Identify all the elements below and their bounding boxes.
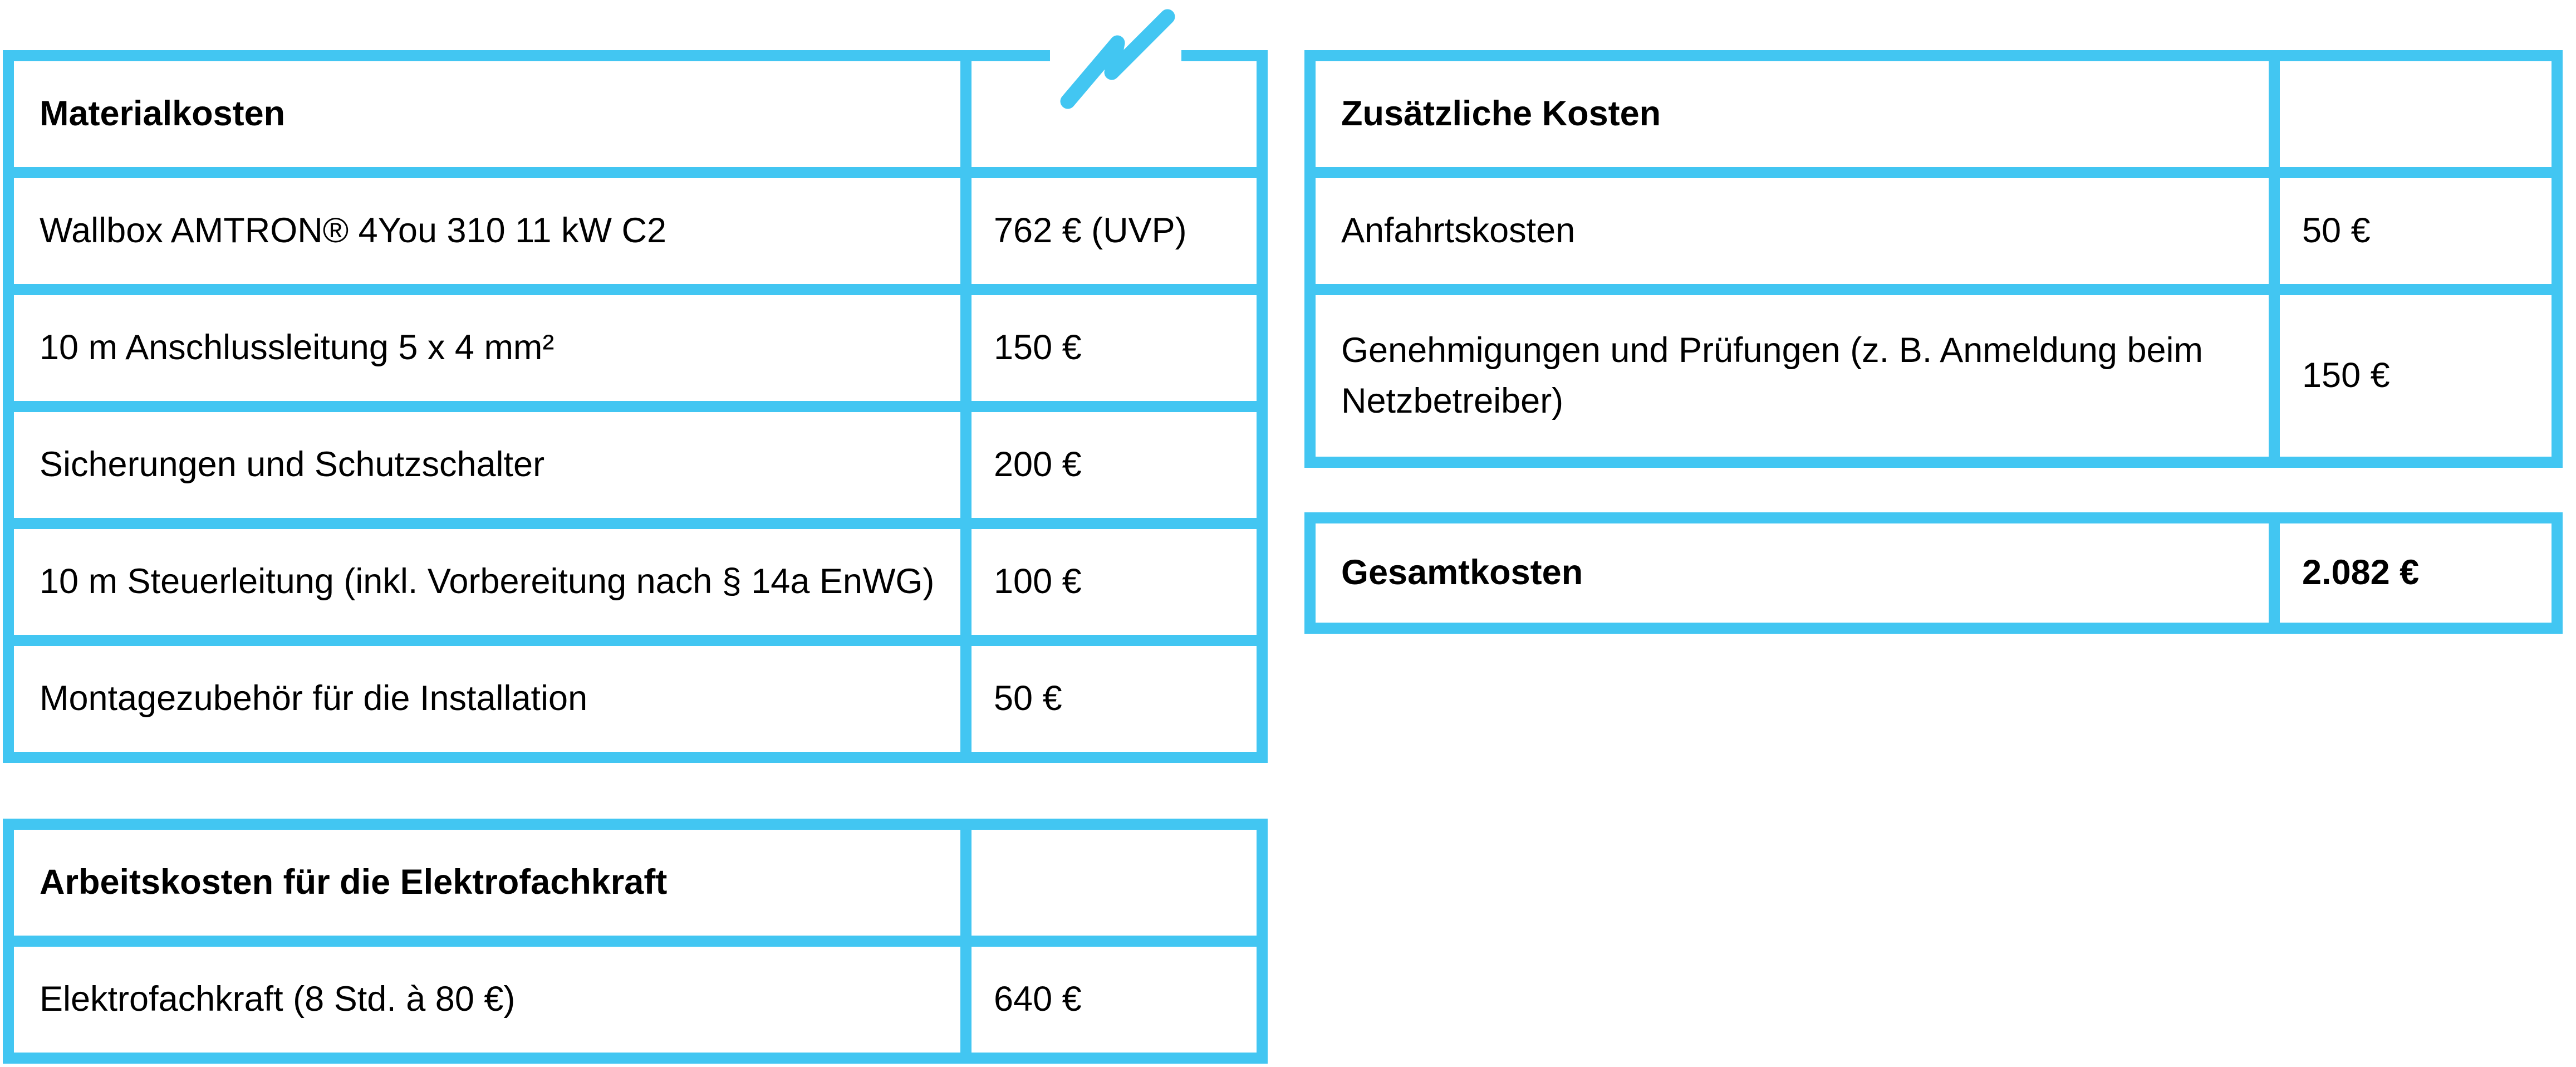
- labor-costs-header-value-empty: [971, 830, 1257, 936]
- table-row-label: Elektrofachkraft (8 Std. à 80 €): [14, 947, 960, 1053]
- additional-costs-header-value-empty: [2280, 61, 2552, 167]
- table-row-label: Anfahrtskosten: [1316, 178, 2269, 284]
- table-row-label: Wallbox AMTRON® 4You 310 11 kW C2: [14, 178, 960, 284]
- labor-costs-table: Arbeitskosten für die Elektrofachkraft E…: [3, 819, 1268, 1064]
- additional-costs-header: Zusätzliche Kosten: [1316, 61, 2269, 167]
- table-row-value: 50 €: [971, 646, 1257, 752]
- total-costs-table: Gesamtkosten 2.082 €: [1304, 512, 2563, 634]
- labor-costs-header: Arbeitskosten für die Elektrofachkraft: [14, 830, 960, 936]
- table-row-value: 640 €: [971, 947, 1257, 1053]
- table-row-label: 10 m Anschlussleitung 5 x 4 mm²: [14, 295, 960, 401]
- table-row-value: 200 €: [971, 412, 1257, 518]
- table-row-value: 762 € (UVP): [971, 178, 1257, 284]
- additional-costs-table: Zusätzliche Kosten Anfahrtskosten 50 € G…: [1304, 50, 2563, 468]
- material-costs-header: Materialkosten: [14, 61, 960, 167]
- table-row-label: Sicherungen und Schutzschalter: [14, 412, 960, 518]
- table-row-value: 150 €: [2280, 295, 2552, 457]
- total-costs-value: 2.082 €: [2280, 523, 2552, 623]
- table-row-value: 150 €: [971, 295, 1257, 401]
- table-row-value: 50 €: [2280, 178, 2552, 284]
- total-costs-label: Gesamtkosten: [1316, 523, 2269, 623]
- table-row-label: Genehmigungen und Prüfungen (z. B. Anmel…: [1316, 295, 2269, 457]
- table-row-value: 100 €: [971, 529, 1257, 635]
- table-row-label: 10 m Steuerleitung (inkl. Vorbereitung n…: [14, 529, 960, 635]
- material-costs-table: Materialkosten Wallbox AMTRON® 4You 310 …: [3, 50, 1268, 763]
- table-row-label: Montagezubehör für die Installation: [14, 646, 960, 752]
- lightning-bolt-icon: [1060, 9, 1175, 109]
